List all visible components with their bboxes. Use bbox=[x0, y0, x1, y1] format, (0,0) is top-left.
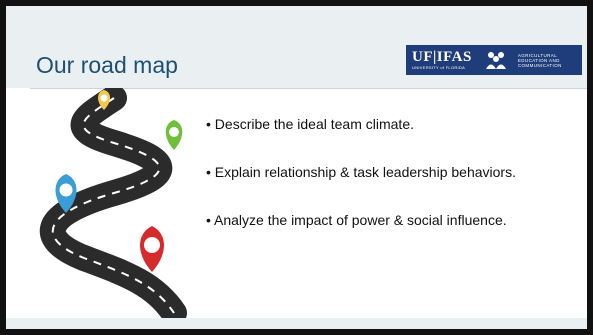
logo-dept-line-3: COMMUNICATION bbox=[517, 62, 562, 68]
blue-map-pin-icon bbox=[55, 174, 77, 213]
logo-wordmark: UF|IFAS bbox=[412, 49, 472, 65]
slide-title: Our road map bbox=[36, 52, 178, 78]
logo-dept-line-2: EDUCATION AND bbox=[517, 57, 560, 63]
road-centerline bbox=[51, 97, 175, 314]
header-divider bbox=[30, 88, 587, 89]
logo-university: UNIVERSITY of FLORIDA bbox=[412, 65, 466, 70]
logo-dept-line-1: AGRICULTURAL bbox=[517, 52, 558, 58]
people-icon bbox=[485, 52, 506, 69]
bullet-item: • Describe the ideal team climate. bbox=[206, 116, 414, 132]
yellow-map-pin-icon bbox=[98, 90, 110, 110]
footer-band bbox=[6, 318, 587, 329]
road-map-illustration bbox=[39, 88, 187, 318]
green-map-pin-icon bbox=[165, 120, 183, 150]
bullet-item: • Explain relationship & task leadership… bbox=[206, 164, 516, 180]
uf-ifas-logo: UF|IFAS UNIVERSITY of FLORIDA AGRICULTUR… bbox=[406, 45, 582, 75]
red-map-pin-icon bbox=[140, 226, 164, 272]
logo-department: AGRICULTURAL EDUCATION AND COMMUNICATION bbox=[518, 53, 562, 68]
bullet-list: • Describe the ideal team climate. • Exp… bbox=[206, 116, 586, 260]
bullet-item: • Analyze the impact of power & social i… bbox=[206, 212, 507, 228]
